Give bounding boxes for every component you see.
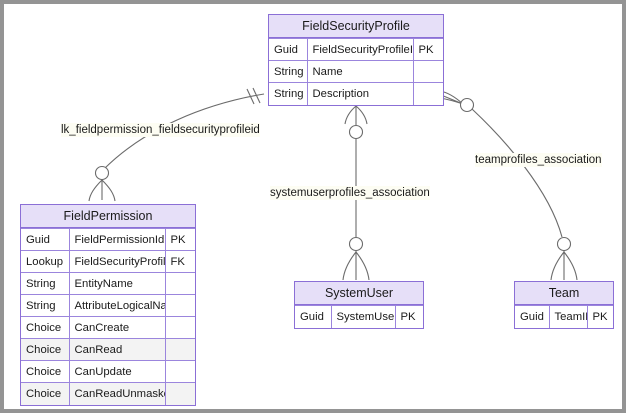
column-name: CanReadUnmasked (68, 382, 166, 405)
column-type: Choice (21, 316, 70, 339)
entity-title-team: Team (515, 282, 613, 305)
table-row[interactable]: Choice CanUpdate (21, 360, 195, 383)
column-type: Guid (269, 38, 308, 61)
connector-lk-fieldpermission (88, 87, 265, 202)
column-name: SystemUserId (330, 305, 396, 328)
table-row[interactable]: String Description (269, 82, 443, 105)
column-key: FK (164, 250, 195, 273)
column-type: Choice (21, 338, 70, 361)
column-key: PK (412, 38, 443, 61)
column-key: PK (394, 305, 423, 328)
column-name: Description (306, 82, 414, 105)
table-row[interactable]: Guid FieldPermissionId PK (21, 228, 195, 251)
entity-fieldsecurityprofile[interactable]: FieldSecurityProfile Guid FieldSecurityP… (268, 14, 444, 106)
table-row[interactable]: Guid TeamID PK (515, 305, 613, 328)
column-type: Guid (515, 305, 550, 328)
column-name: Name (306, 60, 414, 83)
column-type: String (269, 82, 308, 105)
column-name: CanUpdate (68, 360, 166, 383)
connector-teamprofiles (439, 90, 578, 281)
entity-team[interactable]: Team Guid TeamID PK (514, 281, 614, 329)
column-name: TeamID (548, 305, 588, 328)
column-type: String (21, 272, 70, 295)
column-key: PK (586, 305, 613, 328)
table-row[interactable]: String Name (269, 60, 443, 83)
column-name: FieldPermissionId (68, 228, 166, 251)
column-key: PK (164, 228, 195, 251)
relationship-label-systemuserprofiles[interactable]: systemuserprofiles_association (270, 186, 430, 200)
table-row[interactable]: Guid FieldSecurityProfileId PK (269, 38, 443, 61)
column-type: Choice (21, 360, 70, 383)
table-row[interactable]: Choice CanRead (21, 338, 195, 361)
table-row[interactable]: Guid SystemUserId PK (295, 305, 423, 328)
column-key (164, 338, 195, 361)
column-key (164, 382, 195, 405)
entity-title-fieldsecurityprofile: FieldSecurityProfile (269, 15, 443, 38)
column-type: Guid (21, 228, 70, 251)
column-name: FieldSecurityProfileId (306, 38, 414, 61)
entity-title-fieldpermission: FieldPermission (21, 205, 195, 228)
relationship-label-lk-fieldpermission[interactable]: lk_fieldpermission_fieldsecurityprofilei… (61, 123, 260, 137)
column-key (164, 316, 195, 339)
column-key (164, 360, 195, 383)
column-type: String (269, 60, 308, 83)
column-key (412, 82, 443, 105)
table-row[interactable]: Choice CanCreate (21, 316, 195, 339)
table-row[interactable]: Choice CanReadUnmasked (21, 382, 195, 405)
column-name: CanRead (68, 338, 166, 361)
entity-title-systemuser: SystemUser (295, 282, 423, 305)
table-row[interactable]: String AttributeLogicalName (21, 294, 195, 317)
column-name: AttributeLogicalName (68, 294, 166, 317)
entity-columns-team: Guid TeamID PK (515, 305, 613, 328)
column-key (164, 272, 195, 295)
relationship-label-teamprofiles[interactable]: teamprofiles_association (475, 153, 602, 167)
column-name: FieldSecurityProfileId (68, 250, 166, 273)
entity-columns-fieldpermission: Guid FieldPermissionId PK Lookup FieldSe… (21, 228, 195, 405)
entity-columns-fieldsecurityprofile: Guid FieldSecurityProfileId PK String Na… (269, 38, 443, 105)
diagram-canvas[interactable]: FieldSecurityProfile Guid FieldSecurityP… (4, 4, 622, 409)
column-name: CanCreate (68, 316, 166, 339)
column-type: Guid (295, 305, 332, 328)
table-row[interactable]: String EntityName (21, 272, 195, 295)
column-key (164, 294, 195, 317)
column-key (412, 60, 443, 83)
table-row[interactable]: Lookup FieldSecurityProfileId FK (21, 250, 195, 273)
column-type: String (21, 294, 70, 317)
entity-columns-systemuser: Guid SystemUserId PK (295, 305, 423, 328)
column-type: Choice (21, 382, 70, 405)
column-type: Lookup (21, 250, 70, 273)
entity-systemuser[interactable]: SystemUser Guid SystemUserId PK (294, 281, 424, 329)
column-name: EntityName (68, 272, 166, 295)
entity-fieldpermission[interactable]: FieldPermission Guid FieldPermissionId P… (20, 204, 196, 406)
